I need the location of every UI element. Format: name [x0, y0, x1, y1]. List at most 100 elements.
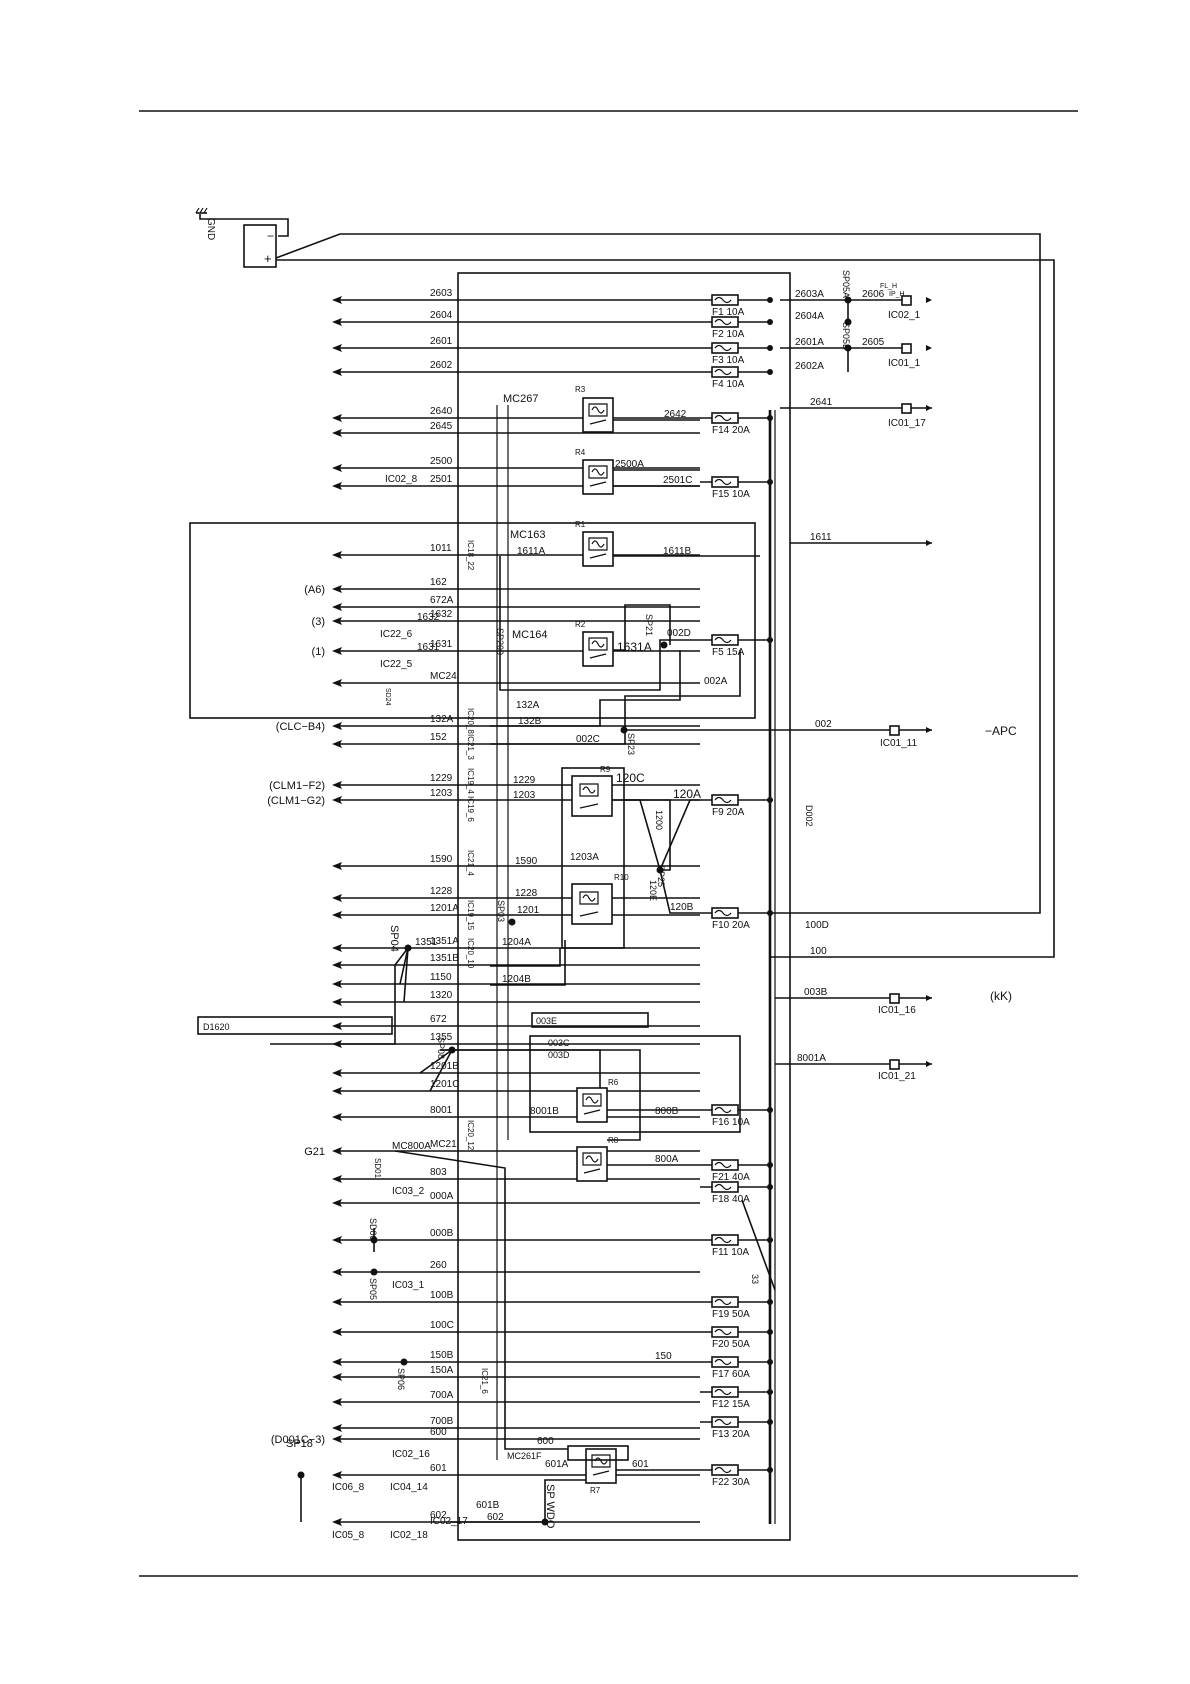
d1620-label: D1620: [203, 1022, 230, 1032]
wire-label: 100: [810, 946, 827, 957]
left-wire: 150B: [332, 1350, 700, 1366]
left-wire: MC24: [332, 671, 700, 687]
splice-label: SP200: [495, 628, 505, 655]
splice-label: SP08: [436, 1037, 446, 1059]
connector-label: IC20_10: [466, 938, 475, 969]
wire-label: 8001B: [530, 1106, 559, 1117]
connector-label: IC22_5: [380, 659, 413, 670]
connector-label: IC18_22: [466, 540, 475, 571]
left-wire: 672A: [332, 595, 700, 611]
relay-id: R2: [575, 620, 586, 629]
wire-label: 1201: [517, 905, 540, 916]
wire-label: 002: [815, 719, 832, 730]
fuse-label: F2 10A: [712, 329, 745, 340]
relay-id: R7: [590, 1486, 601, 1495]
fuse: F22 30A: [700, 1464, 773, 1488]
cross-ref-label: (D001C−3): [271, 1434, 325, 1446]
connector-label: IC20_8: [466, 708, 475, 734]
wire-label: 1201A: [430, 903, 459, 914]
wire-label: 100D: [805, 920, 829, 931]
fuse: F3 10A: [700, 342, 773, 366]
wire-label: 700A: [430, 1390, 454, 1401]
fuse-label: F22 30A: [712, 1477, 750, 1488]
fuse: F18 40A: [700, 1181, 773, 1205]
wire-label: 100B: [430, 1290, 454, 1301]
wire-label: 2605: [862, 337, 885, 348]
fuse: F9 20A: [700, 794, 773, 818]
splice-label: SP25: [656, 865, 666, 887]
left-wire: 132A: [332, 714, 700, 730]
relay-R8: [576, 1146, 608, 1182]
wire-label: 1632: [417, 612, 440, 623]
connector-label: IC21_4: [466, 850, 475, 876]
connector-label: IC01_21: [878, 1071, 916, 1082]
left-wire: 1150: [332, 972, 700, 988]
wire-label: 1351A: [430, 936, 459, 947]
splice-label: SP05: [368, 1278, 378, 1300]
fuse-label: F4 10A: [712, 379, 745, 390]
fuse-label: F12 15A: [712, 1399, 750, 1410]
relay-id: R10: [614, 873, 629, 882]
splice-label: SD00: [368, 1218, 378, 1241]
relay-id: R8: [608, 1136, 619, 1145]
battery: [243, 224, 277, 268]
relays: [197, 397, 741, 1484]
wire-label: 1355: [430, 1032, 453, 1043]
relay-R7: [585, 1448, 617, 1484]
wire-label: 1320: [430, 990, 453, 1001]
wire-label: 003B: [804, 987, 828, 998]
wire-label: 2501: [430, 474, 453, 485]
left-wire: 1011: [332, 543, 700, 559]
relay-id: R1: [575, 520, 586, 529]
fuse-label: F11 10A: [712, 1247, 749, 1258]
wire-label: 1150: [430, 972, 452, 983]
wire-label: 800B: [655, 1106, 679, 1117]
wire-label: 2500A: [615, 459, 644, 470]
gnd-label: GND: [205, 218, 216, 240]
splice-label: SP21: [644, 614, 654, 636]
wire-label: 1204B: [502, 974, 531, 985]
wire-label: 8001A: [797, 1053, 826, 1064]
left-wire: 1201A: [332, 903, 700, 919]
connector-label: IC01_11: [880, 738, 918, 749]
relay-R4: [582, 459, 614, 495]
fuse: F19 50A: [700, 1296, 773, 1320]
d1620-box: [197, 1016, 393, 1035]
left-wire: 1201C: [332, 1079, 700, 1095]
wire-label: 1229: [513, 775, 536, 786]
splice-label: SP23: [626, 733, 636, 755]
harness-frame: [189, 522, 756, 719]
wire-label: 700B: [430, 1416, 454, 1427]
fuse: F12 15A: [700, 1386, 773, 1410]
splice-label: SP05B: [841, 322, 851, 350]
wire-label: 132B: [518, 716, 542, 727]
left-wire: 8001: [332, 1105, 700, 1121]
label-box-003E: [531, 1012, 649, 1028]
left-wire: 152: [332, 732, 700, 748]
wire-label: 1632: [430, 609, 453, 620]
wire-label: 1351: [415, 937, 438, 948]
wire-label: 602: [430, 1510, 447, 1521]
connector-label: IC02_18: [390, 1530, 428, 1541]
wire-label: 1351B: [430, 953, 459, 964]
wire-label: 2500: [430, 456, 453, 467]
left-wire: 2645: [332, 421, 700, 437]
wire-label: 8001: [430, 1105, 453, 1116]
relay-block-R9-R10: [561, 767, 625, 949]
wire-label: 2602A: [795, 361, 824, 372]
connector-labels: IC02_1 IC01_1 IC01_17 IC02_8 IC18_22 IC2…: [332, 283, 926, 1541]
wire-label: 1590: [430, 854, 453, 865]
left-wire: 1229: [332, 773, 700, 789]
connector-label: IC02_17: [430, 1516, 468, 1527]
fuse-label: F17 60A: [712, 1369, 750, 1380]
left-wire: 1351B: [332, 953, 700, 969]
wire-label: 1201B: [430, 1061, 459, 1072]
fuse: F1 10A: [700, 294, 773, 318]
wire-label: 002D: [667, 628, 691, 639]
splice-label: SD24: [384, 688, 391, 706]
wire-label: 1203A: [570, 852, 599, 863]
wire-label: 002C: [576, 734, 600, 745]
fuse: F10 20A: [700, 907, 773, 931]
wire-label: 601: [632, 1459, 649, 1470]
wire-label: 120A: [673, 787, 701, 801]
